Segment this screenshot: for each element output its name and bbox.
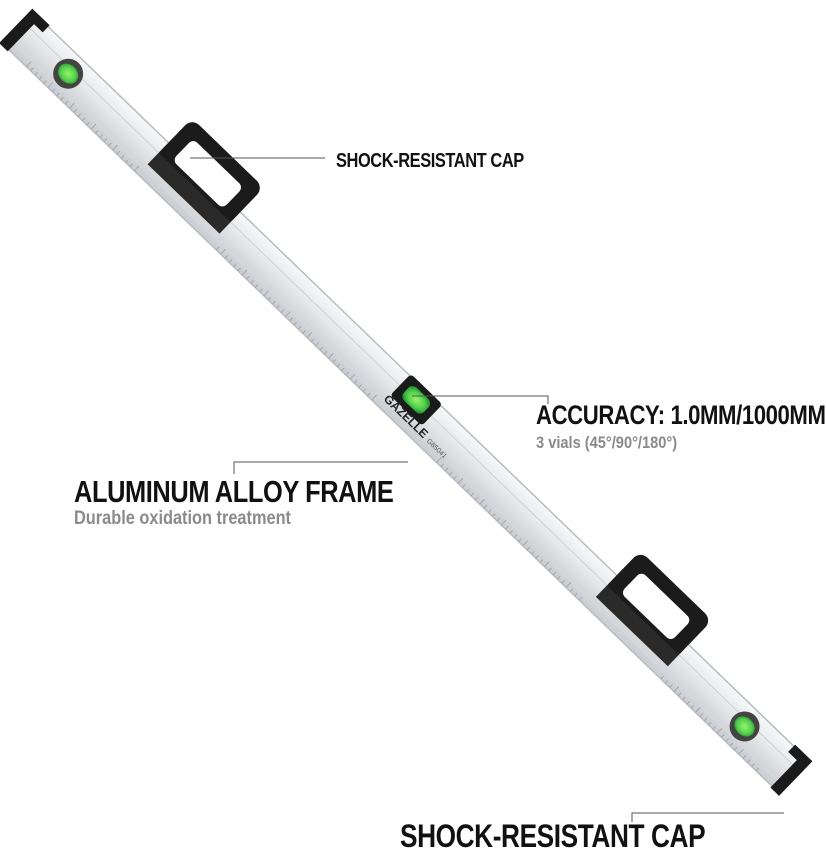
callout-accuracy-title: ACCURACY: 1.0MM/1000MM bbox=[536, 400, 826, 430]
end-cap-bottom-icon bbox=[770, 744, 813, 796]
vial-end-bottom-icon bbox=[729, 711, 760, 742]
vial-end-top-icon bbox=[53, 58, 84, 89]
callout-frame-subtitle: Durable oxidation treatment bbox=[74, 508, 292, 529]
callout-frame-title: ALUMINUM ALLOY FRAME bbox=[74, 474, 394, 509]
handle-bottom-icon bbox=[595, 554, 709, 667]
level-product-illustration: GAZELLE G85041 bbox=[0, 8, 813, 822]
leader-frame bbox=[233, 461, 408, 474]
vial-center-icon bbox=[391, 375, 441, 425]
leader-cap-bottom bbox=[631, 812, 784, 822]
spirit-level: GAZELLE G85041 bbox=[0, 8, 813, 796]
callout-cap-bottom-title: SHOCK-RESISTANT CAP bbox=[400, 818, 706, 854]
ruler-scale bbox=[26, 61, 760, 772]
callout-accuracy-subtitle: 3 vials (45°/90°/180°) bbox=[536, 433, 678, 452]
callout-cap-top-title: SHOCK-RESISTANT CAP bbox=[336, 150, 524, 172]
end-cap-top-icon bbox=[0, 8, 50, 52]
handle-top-icon bbox=[147, 122, 260, 234]
leader-lines bbox=[190, 157, 784, 822]
leader-accuracy bbox=[412, 395, 549, 404]
